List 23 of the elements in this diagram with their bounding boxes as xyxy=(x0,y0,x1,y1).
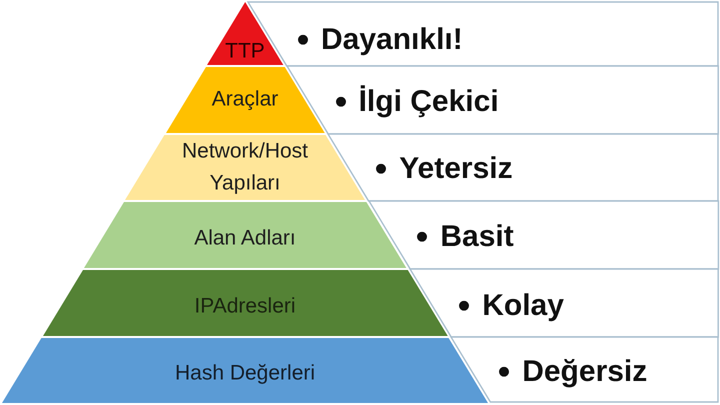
level-description: Kolay xyxy=(482,288,564,324)
level-label: Alan Adları xyxy=(194,225,296,251)
level-description: İlgi Çekici xyxy=(358,84,499,120)
level-description: Değersiz xyxy=(522,354,648,390)
pyramid-level xyxy=(42,270,448,336)
pyramid-level xyxy=(166,67,324,133)
description-row xyxy=(328,134,718,201)
level-label: Hash Değerleri xyxy=(174,360,316,386)
description-row xyxy=(286,66,718,134)
level-label: Network/Host Yapıları xyxy=(180,138,309,196)
pyramid-level xyxy=(206,2,284,65)
description-row xyxy=(410,269,718,337)
level-description: Yetersiz xyxy=(399,152,513,186)
level-description: Dayanıklı! xyxy=(321,22,463,58)
pyramid-level xyxy=(2,338,488,403)
level-description: Basit xyxy=(440,220,514,254)
level-label: TTP xyxy=(225,38,265,64)
pyramid-level xyxy=(84,202,406,268)
pyramid-level xyxy=(125,135,365,200)
level-label: IPAdresleri xyxy=(194,293,296,319)
description-row xyxy=(451,337,718,402)
level-label: Araçlar xyxy=(212,86,278,112)
description-row xyxy=(368,201,718,269)
